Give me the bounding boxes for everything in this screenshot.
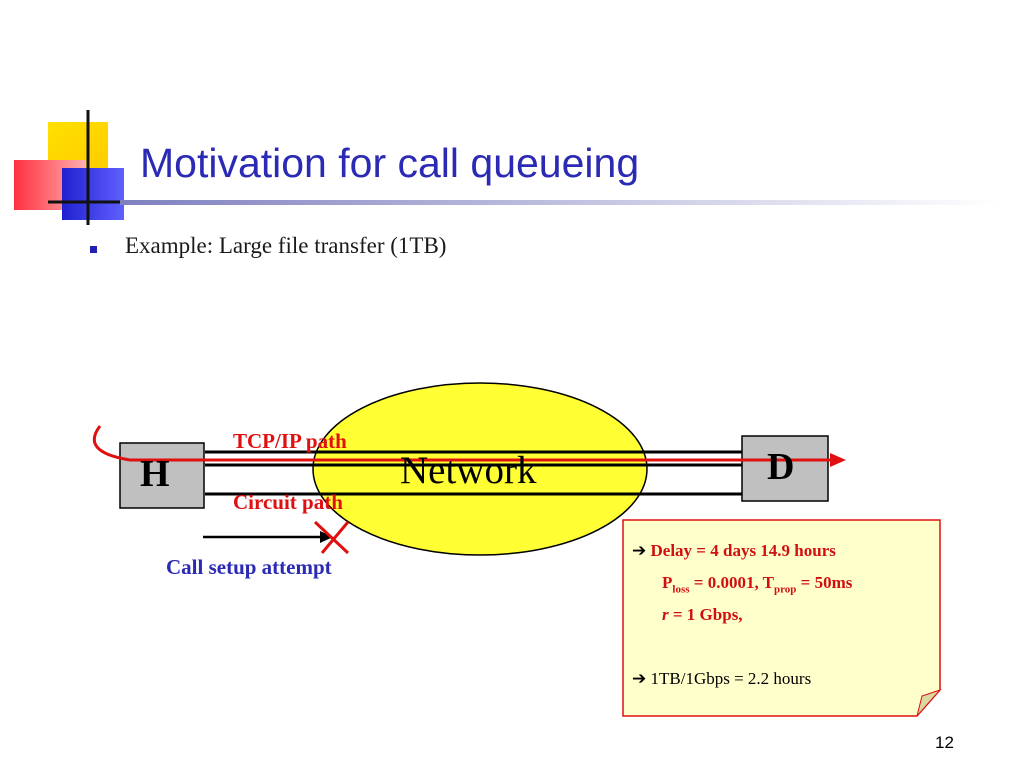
note-delay-value: 4 days 14.9 hours: [710, 541, 836, 560]
note-fold: [916, 688, 942, 717]
p-symbol: P: [662, 573, 673, 592]
note-spacer: [632, 631, 932, 663]
transfer-result: 1TB/1Gbps = 2.2 hours: [650, 669, 812, 688]
host-label: H: [140, 453, 170, 495]
page-number: 12: [935, 733, 954, 752]
right-arrow-icon: ➔: [632, 541, 647, 561]
bullet-square-icon: [90, 246, 97, 253]
loss-value: = 0.0001, T: [689, 573, 774, 592]
delay-note: ➔ Delay = 4 days 14.9 hours Ploss = 0.00…: [632, 535, 932, 695]
dest-label: D: [767, 446, 795, 488]
bullet-text: Example: Large file transfer (1TB): [125, 233, 447, 258]
prop-value: = 50ms: [796, 573, 853, 592]
tcp-flow-arrowhead: [830, 453, 846, 467]
note-rate-line: r = 1 Gbps,: [632, 599, 932, 631]
call-setup-label: Call setup attempt: [166, 555, 332, 579]
loss-sub: loss: [672, 583, 690, 596]
logo-squares: [14, 110, 140, 225]
title-underline: [120, 200, 1000, 205]
prop-sub: prop: [773, 583, 797, 596]
rate-symbol: r: [662, 605, 669, 624]
network-cloud: [312, 382, 648, 556]
right-arrow-icon: ➔: [632, 669, 647, 689]
note-delay-line: ➔ Delay = 4 days 14.9 hours: [632, 535, 932, 567]
circuit-path-label: Circuit path: [233, 490, 343, 514]
tcp-flow-arrow: [92, 425, 832, 462]
note-loss-line: Ploss = 0.0001, Tprop = 50ms: [632, 567, 932, 599]
host-box: [119, 442, 205, 509]
call-setup-arrowhead: [320, 531, 333, 543]
note-delay-label: Delay =: [650, 541, 711, 560]
dest-box: [741, 435, 829, 502]
note-transfer-line: ➔ 1TB/1Gbps = 2.2 hours: [632, 663, 932, 695]
cross-mark-icon: [313, 520, 350, 555]
rate-value: = 1 Gbps,: [668, 605, 743, 624]
tcp-path-label: TCP/IP path: [233, 429, 347, 453]
network-label: Network: [400, 449, 537, 492]
slide-title: Motivation for call queueing: [140, 140, 640, 186]
